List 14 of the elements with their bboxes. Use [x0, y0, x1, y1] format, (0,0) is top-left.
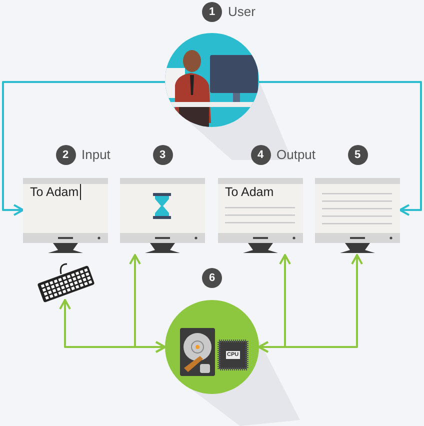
arrow — [2, 81, 165, 216]
arrow — [258, 254, 363, 353]
step-number: 3 — [152, 145, 172, 165]
arrow — [129, 254, 166, 353]
screen-text: To Adam — [30, 184, 81, 200]
step-number: 2 — [56, 145, 76, 165]
step-label: User — [228, 3, 256, 21]
screen-text: To Adam — [225, 184, 274, 200]
step-label: Input — [82, 146, 110, 164]
step-number: 1 — [202, 2, 222, 22]
step-label: Output — [276, 146, 316, 164]
step-number: 6 — [202, 268, 222, 288]
arrow — [259, 81, 422, 216]
step-number: 5 — [348, 145, 368, 165]
